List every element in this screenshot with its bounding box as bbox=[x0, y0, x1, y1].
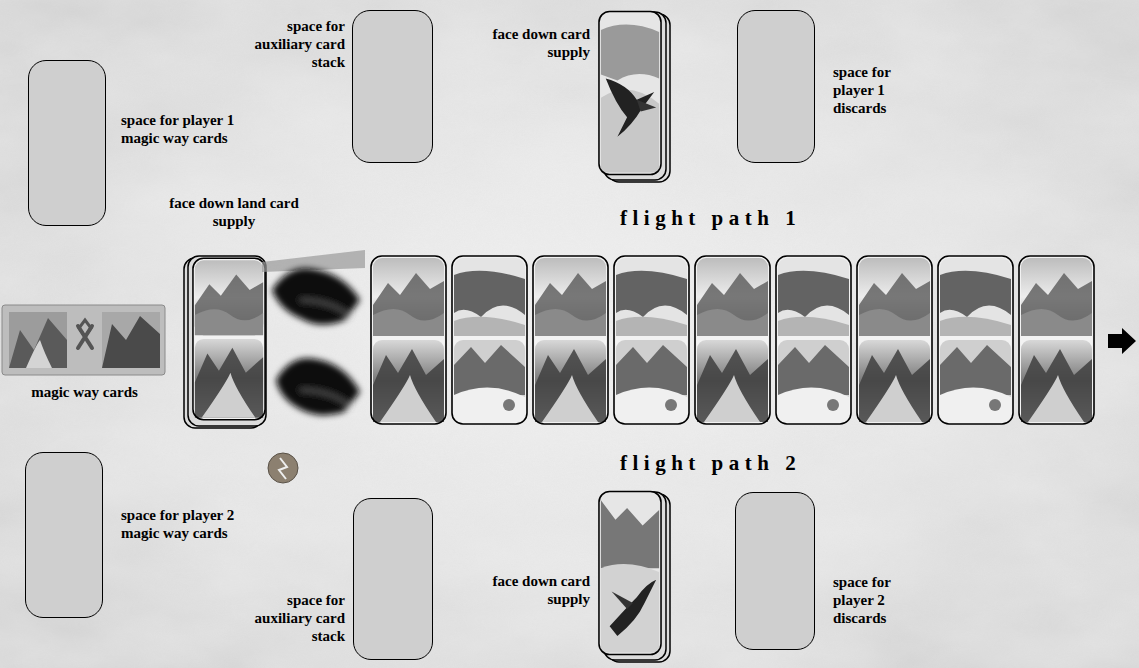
area-label: face down land card supply bbox=[166, 194, 302, 230]
discard-space: space for player 2 discards bbox=[735, 492, 815, 650]
land-card-stack: face down land card supply bbox=[184, 254, 268, 428]
auxiliary-space: space for auxiliary card stack bbox=[353, 498, 433, 660]
magic-way-space: space for player 2 magic way cards bbox=[25, 452, 103, 618]
area-label: magic way cards bbox=[3, 383, 166, 401]
area-label: space for player 1 magic way cards bbox=[121, 111, 261, 147]
flight-path-label: flight path 1 bbox=[620, 206, 801, 231]
area-label: face down card supply bbox=[488, 572, 590, 608]
card-supply-stack: face down card supply bbox=[598, 489, 670, 664]
area-label: space for player 2 magic way cards bbox=[121, 506, 261, 542]
area-label: space for auxiliary card stack bbox=[253, 591, 345, 645]
flight-path-label: flight path 2 bbox=[620, 451, 801, 476]
area-label: face down card supply bbox=[488, 25, 590, 61]
area-label: space for player 1 discards bbox=[833, 63, 923, 117]
area-label: space for player 2 discards bbox=[833, 573, 923, 627]
magic-way-space: space for player 1 magic way cards bbox=[28, 60, 106, 226]
area-label: space for auxiliary card stack bbox=[253, 17, 345, 71]
auxiliary-space: space for auxiliary card stack bbox=[352, 10, 433, 163]
card-supply-stack: face down card supply bbox=[598, 9, 670, 184]
discard-space: space for player 1 discards bbox=[737, 10, 815, 163]
magic-way-strip: magic way cards bbox=[2, 305, 165, 375]
